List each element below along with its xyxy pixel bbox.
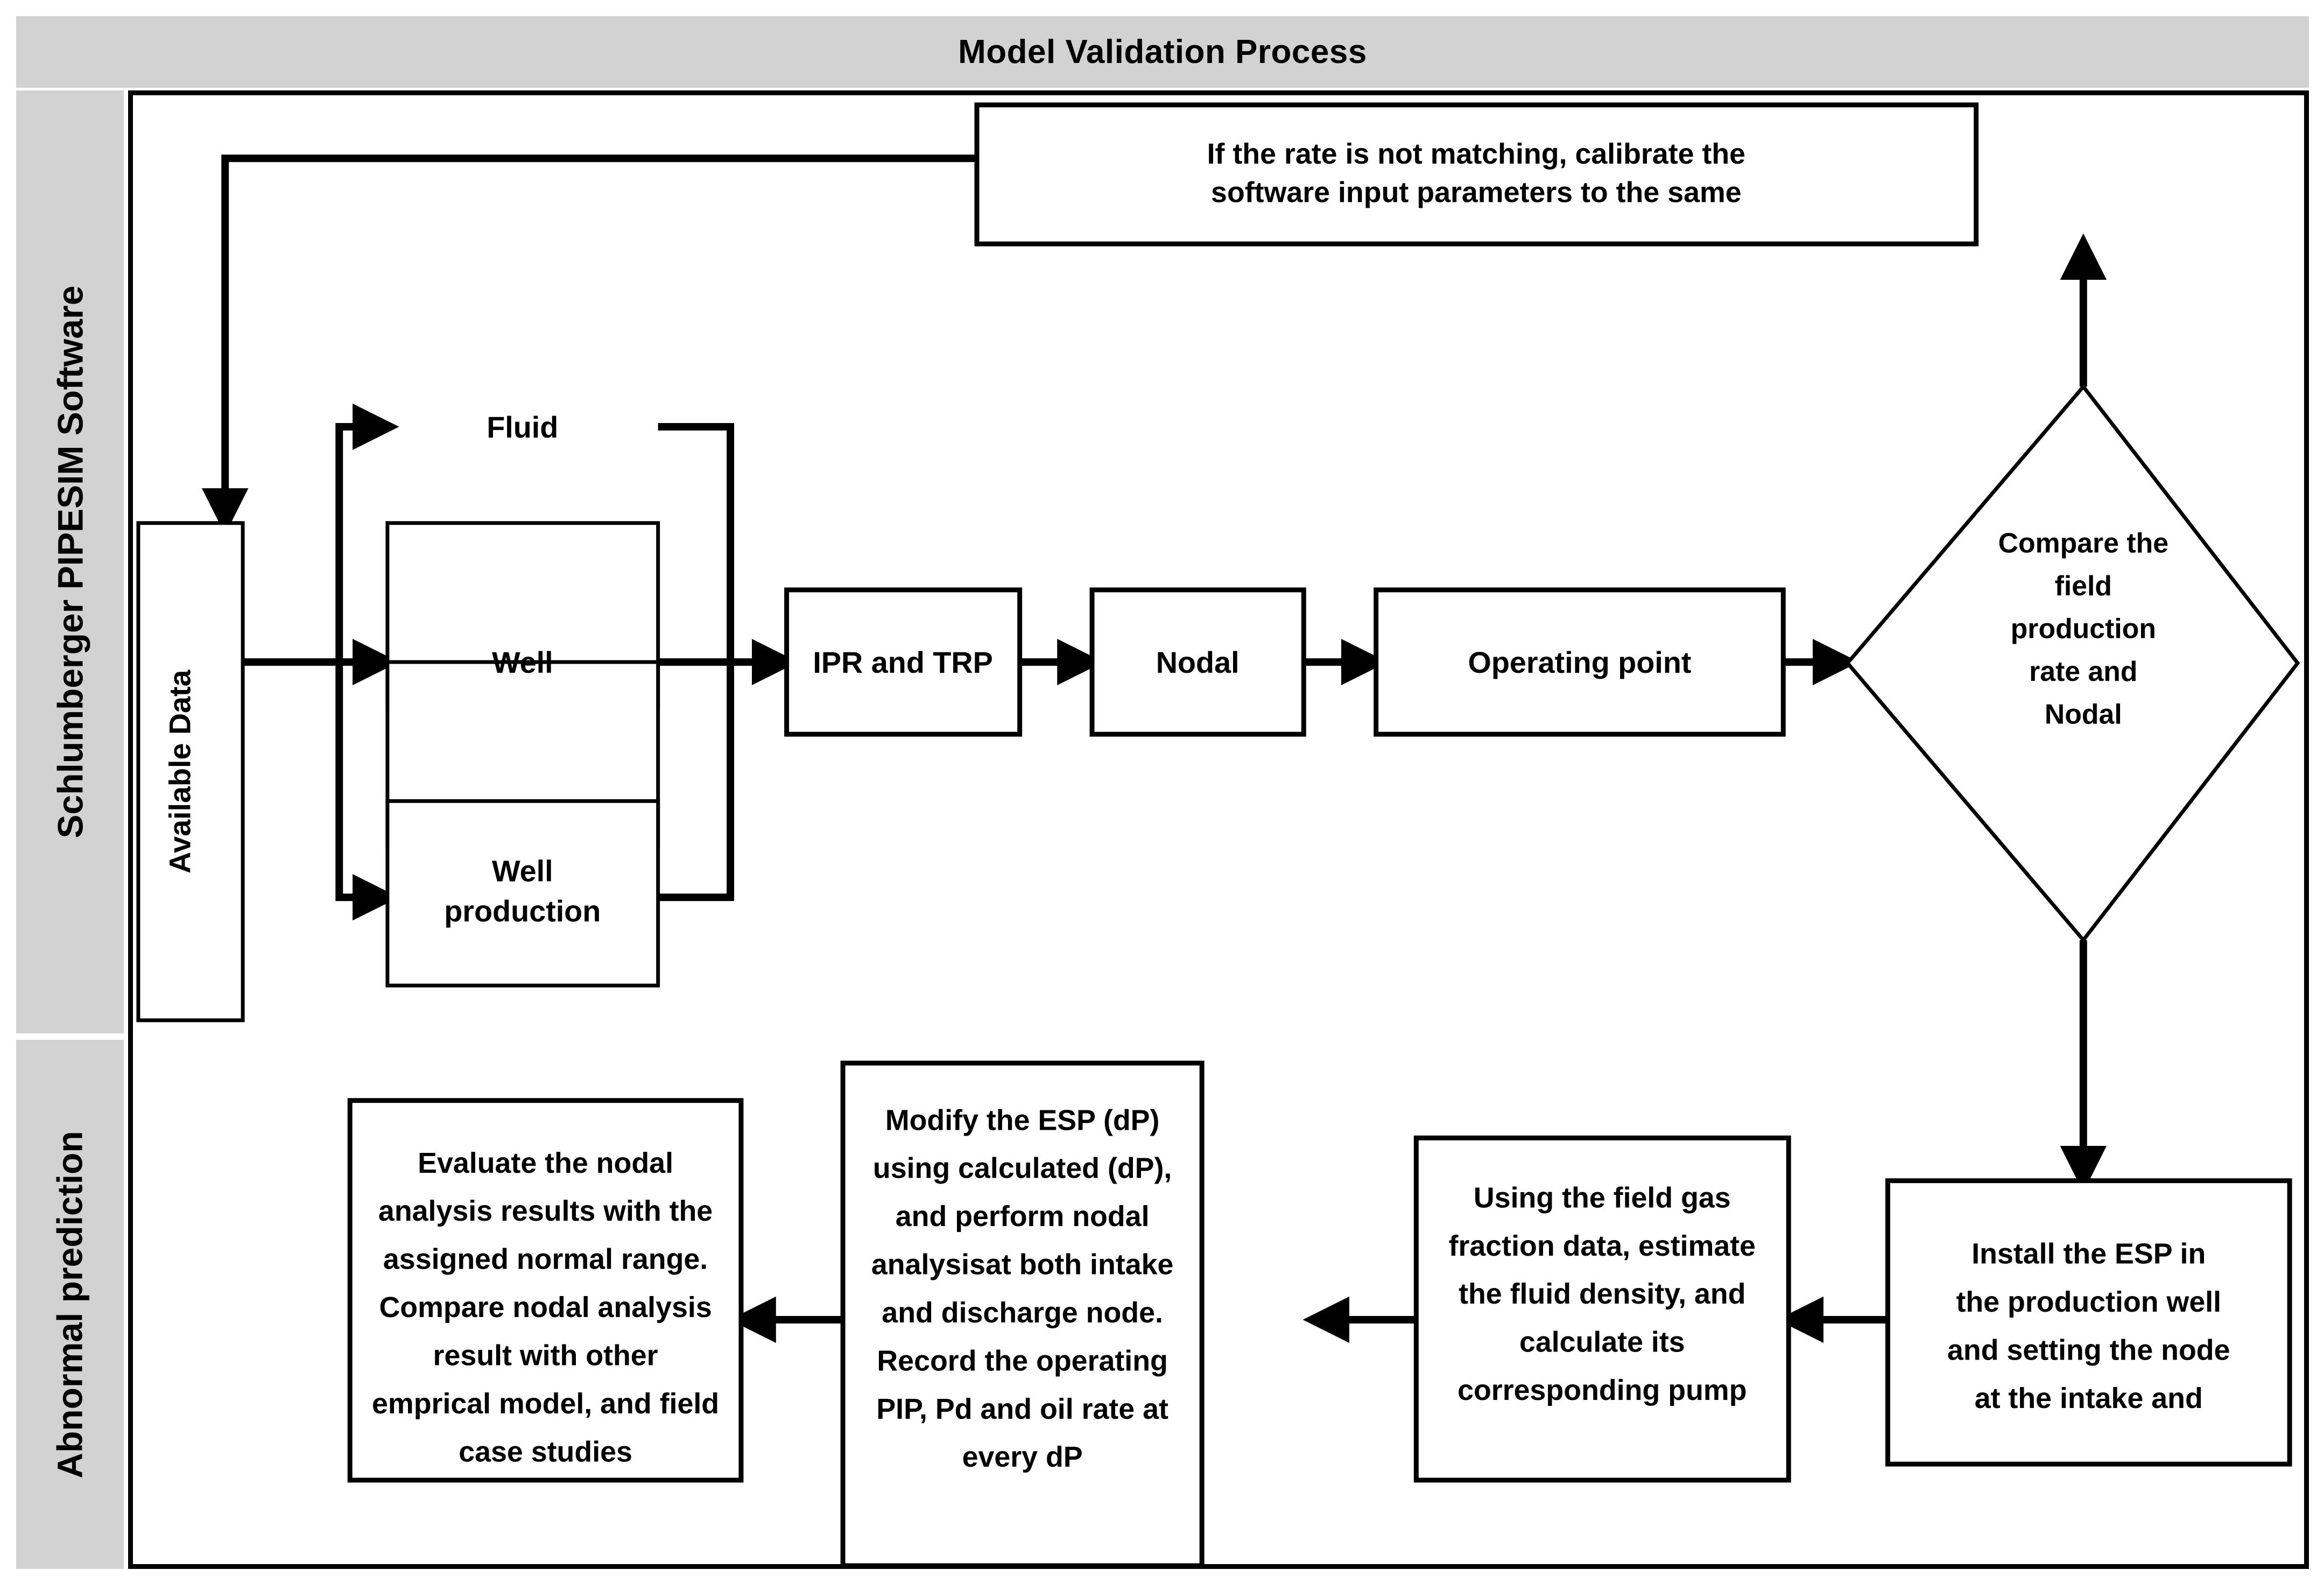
node-operating-point-label: Operating point [1468,646,1692,679]
diagram-title-band: Model Validation Process [16,16,2309,88]
node-compare-decision[interactable] [1845,383,2300,944]
node-calibrate-note-line-1: If the rate is not matching, calibrate t… [1207,138,1745,170]
node-evaluate-line-7: case studies [459,1435,632,1468]
swimlane-label-text: Abnormal prediction [50,1130,90,1479]
flowchart-svg: If the rate is not matching, calibrate t… [136,102,2300,1564]
node-evaluate-line-6: emprical model, and field [372,1388,719,1420]
node-calibrate-note-line-2: software input parameters to the same [1211,177,1742,209]
node-compare-line-4: rate and [2029,656,2137,687]
node-operating-point[interactable] [1374,587,1786,737]
node-evaluate-line-3: assigned normal range. [383,1243,708,1276]
node-gas-fraction-line-2: fraction data, estimate [1449,1230,1756,1262]
node-ipr-trp[interactable] [784,587,1023,737]
node-modify-esp-line-6: Record the operating [877,1344,1167,1377]
node-install-esp-line-2: the production well [1956,1286,2221,1318]
node-install-esp-line-4: at the intake and [1975,1382,2203,1414]
node-evaluate-line-2: analysis results with the [378,1195,713,1227]
node-modify-esp-line-2: using calculated (dP), [873,1152,1172,1185]
node-modify-esp-line-7: PIP, Pd and oil rate at [876,1393,1168,1425]
node-available-data[interactable] [136,521,245,1023]
node-gas-fraction-line-1: Using the field gas [1474,1181,1731,1214]
node-compare-line-3: production [2011,613,2156,644]
diagram-canvas: If the rate is not matching, calibrate t… [128,90,2309,1569]
node-compare-line-2: field [2055,570,2112,601]
connector-feedback-loop [202,154,977,535]
node-well-production[interactable] [385,799,660,988]
node-gas-fraction[interactable] [1413,1135,1791,1483]
node-fluid-label: Fluid [487,411,558,444]
node-evaluate-line-5: result with other [433,1339,658,1371]
swimlane-label-abnormal-prediction: Abnormal prediction [16,1040,124,1569]
node-calibrate-note[interactable] [974,102,1979,247]
node-modify-esp-line-5: and discharge node. [882,1297,1163,1329]
node-modify-esp[interactable] [840,1060,1205,1564]
node-ipr-trp-label: IPR and TRP [813,646,993,679]
node-well-label: Well [492,646,553,679]
node-evaluate[interactable] [347,1098,744,1483]
page-title: Model Validation Process [958,33,1367,71]
node-nodal-label: Nodal [1156,646,1240,679]
node-evaluate-line-1: Evaluate the nodal [418,1147,673,1179]
swimlane-label-pipesim: Schlumberger PIPESIM Software [16,90,124,1033]
node-compare-line-5: Nodal [2045,698,2122,729]
connector-to-well-production [335,662,399,921]
node-evaluate-line-4: Compare nodal analysis [379,1291,712,1323]
node-install-esp[interactable] [1885,1178,2292,1467]
swimlane-label-text: Schlumberger PIPESIM Software [50,285,90,839]
node-modify-esp-line-4: analysisat both intake [871,1249,1174,1281]
node-install-esp-line-3: and setting the node [1947,1334,2230,1367]
node-well-production-line-1: Well [492,854,553,888]
node-modify-esp-line-8: every dP [962,1441,1083,1473]
node-gas-fraction-line-5: corresponding pump [1457,1374,1746,1406]
node-available-data-label: Available Data [163,670,196,874]
node-nodal[interactable] [1089,587,1306,737]
node-gas-fraction-line-3: the fluid density, and [1459,1278,1745,1310]
node-install-esp-line-1: Install the ESP in [1971,1238,2206,1270]
node-modify-esp-line-1: Modify the ESP (dP) [885,1104,1160,1136]
node-well-production-line-2: production [444,895,601,928]
connector-to-fluid [335,403,399,663]
node-compare-line-1: Compare the [1998,527,2168,558]
node-gas-fraction-line-4: calculate its [1519,1326,1685,1358]
node-modify-esp-line-3: and perform nodal [896,1200,1150,1233]
